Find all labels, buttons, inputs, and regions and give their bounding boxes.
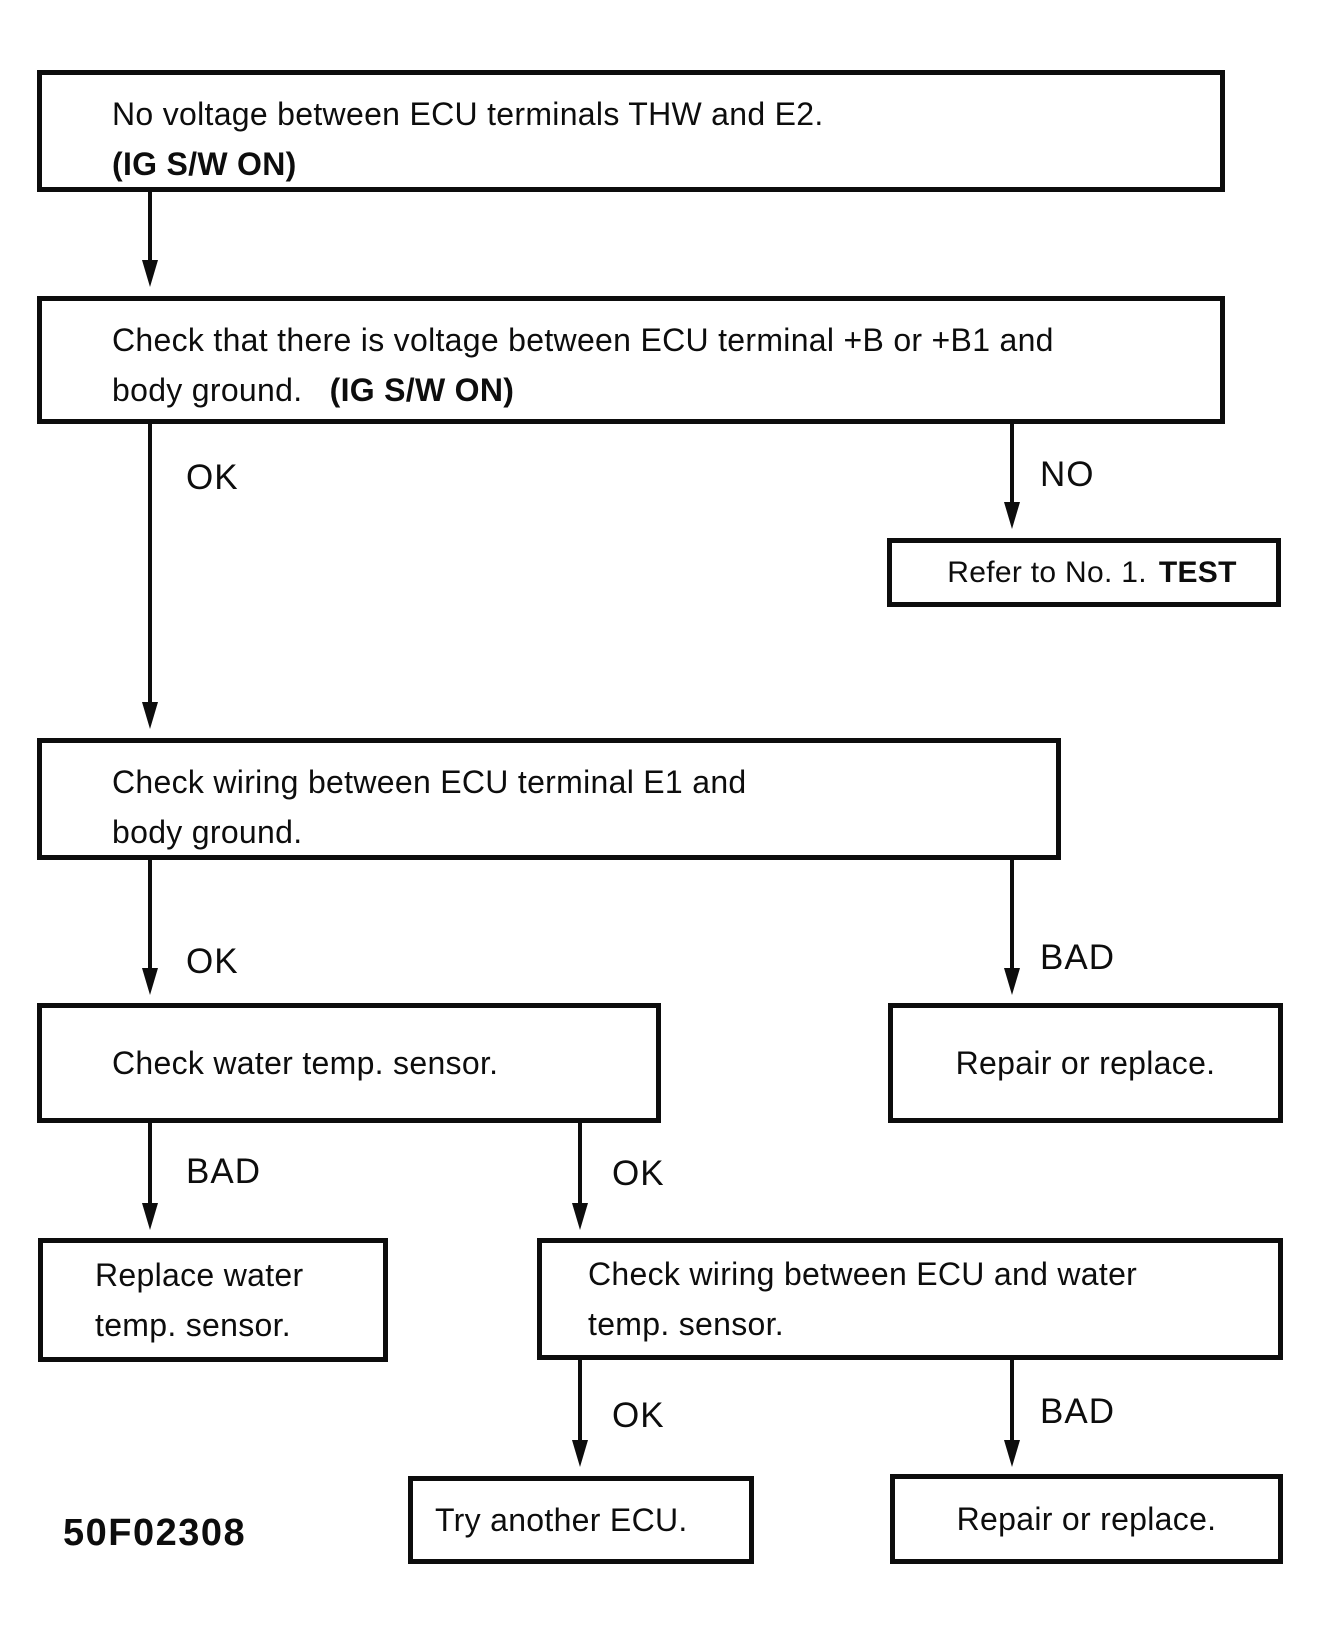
- branch-label-no1: NO: [1040, 455, 1095, 494]
- branch-label-ok2: OK: [186, 942, 239, 981]
- flow-box-repair-replace-2: Repair or replace.: [890, 1474, 1283, 1564]
- flow-box-try-another-ecu: Try another ECU.: [408, 1476, 754, 1564]
- arrowhead-ok-to-try-ecu: [572, 1440, 588, 1467]
- flow-box-replace-water-sensor: Replace water temp. sensor.: [38, 1238, 388, 1362]
- connector-bad-to-repair1: [1010, 860, 1014, 970]
- connector-bad-to-repair2: [1010, 1360, 1014, 1442]
- refer-text-bold: TEST: [1158, 555, 1237, 589]
- connector-ok-to-try-ecu: [578, 1360, 582, 1442]
- arrowhead-no-to-refer: [1004, 502, 1020, 529]
- arrowhead-ok-to-check-water: [142, 968, 158, 995]
- check-wiring-e1-line1: Check wiring between ECU terminal E1 and: [112, 764, 747, 800]
- flow-box-check-voltage: Check that there is voltage between ECU …: [37, 296, 1225, 424]
- branch-label-bad1: BAD: [1040, 938, 1115, 977]
- try-ecu-text: Try another ECU.: [435, 1502, 688, 1538]
- arrowhead-ok-to-check-wiring-water: [572, 1203, 588, 1230]
- figure-code: 50F02308: [63, 1512, 247, 1554]
- flow-box-repair-replace-1: Repair or replace.: [888, 1003, 1283, 1123]
- check-voltage-line2: body ground. (IG S/W ON): [112, 372, 515, 408]
- flow-box-check-water-sensor: Check water temp. sensor.: [37, 1003, 661, 1123]
- branch-label-ok1: OK: [186, 458, 239, 497]
- branch-label-ok4: OK: [612, 1396, 665, 1435]
- arrowhead-bad-to-replace-sensor: [142, 1203, 158, 1230]
- repair-replace-1-text: Repair or replace.: [955, 1045, 1216, 1081]
- branch-label-bad2: BAD: [186, 1152, 261, 1191]
- connector-ok-to-check-wiring-water: [578, 1123, 582, 1205]
- flow-box-start: No voltage between ECU terminals THW and…: [37, 70, 1225, 192]
- check-wiring-water-line1: Check wiring between ECU and water: [588, 1256, 1138, 1292]
- connector-start-to-check-voltage: [148, 192, 152, 262]
- arrowhead-bad-to-repair1: [1004, 968, 1020, 995]
- check-wiring-water-line2: temp. sensor.: [588, 1306, 784, 1342]
- arrowhead-ok-to-check-wiring-e1: [142, 702, 158, 729]
- flow-box-refer-test: Refer to No. 1. TEST: [887, 538, 1281, 607]
- connector-ok-to-check-water: [148, 860, 152, 970]
- check-water-text: Check water temp. sensor.: [112, 1045, 499, 1081]
- branch-label-bad3: BAD: [1040, 1392, 1115, 1431]
- flow-box-check-wiring-ecu-water: Check wiring between ECU and water temp.…: [537, 1238, 1283, 1360]
- connector-bad-to-replace-sensor: [148, 1123, 152, 1205]
- arrowhead-bad-to-repair2: [1004, 1440, 1020, 1467]
- replace-sensor-line1: Replace water: [95, 1257, 304, 1293]
- refer-text: Refer to No. 1.: [947, 555, 1147, 589]
- replace-sensor-line2: temp. sensor.: [95, 1307, 291, 1343]
- start-line2: (IG S/W ON): [112, 146, 297, 182]
- arrowhead-start-to-check-voltage: [142, 260, 158, 287]
- check-wiring-e1-line2: body ground.: [112, 814, 303, 850]
- flow-box-check-wiring-e1: Check wiring between ECU terminal E1 and…: [37, 738, 1061, 860]
- branch-label-ok3: OK: [612, 1154, 665, 1193]
- start-line1: No voltage between ECU terminals THW and…: [112, 96, 824, 132]
- connector-ok-to-check-wiring-e1: [148, 424, 152, 704]
- check-voltage-line1: Check that there is voltage between ECU …: [112, 322, 1054, 358]
- connector-no-to-refer: [1010, 424, 1014, 504]
- repair-replace-2-text: Repair or replace.: [956, 1501, 1217, 1537]
